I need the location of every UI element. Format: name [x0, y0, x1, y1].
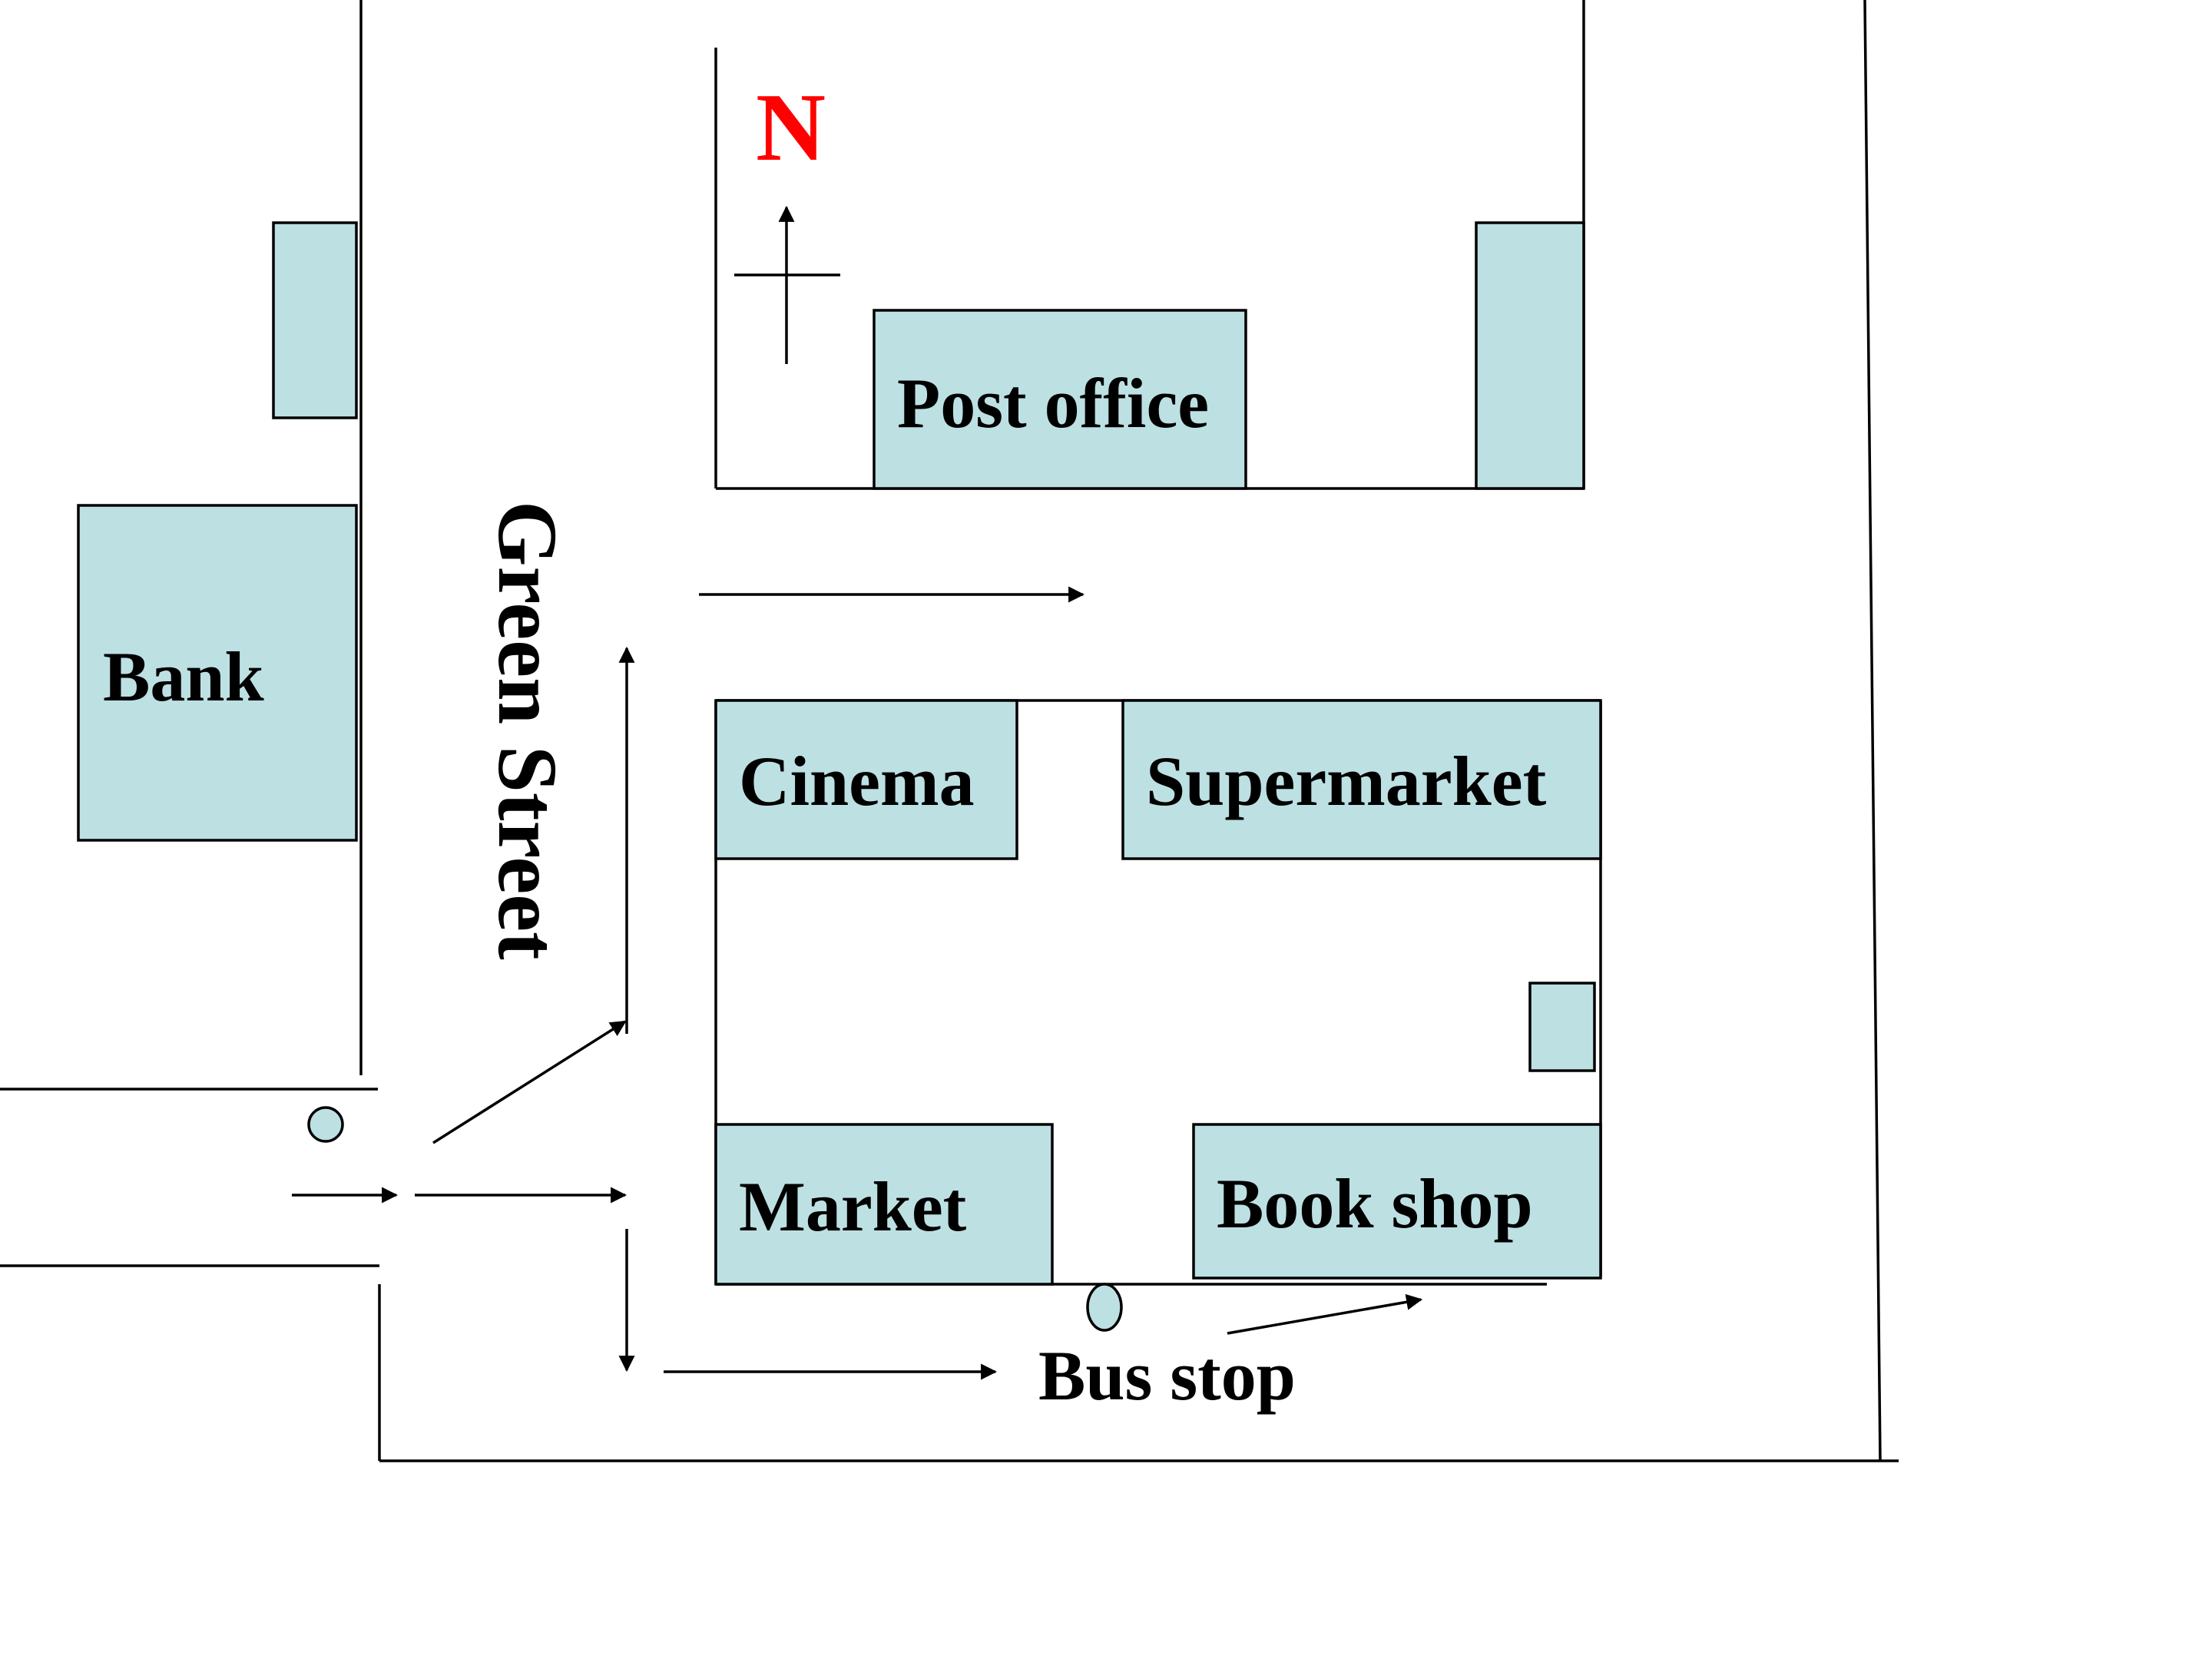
north-label: N	[756, 75, 826, 181]
building-central-east-small	[1528, 982, 1596, 1072]
street-name-label: Green Street	[481, 501, 575, 960]
bank-block	[77, 504, 358, 842]
building-northwest-small	[272, 221, 358, 419]
east-road-edge	[1863, 0, 1882, 1462]
market-label: Market	[739, 1167, 967, 1246]
book-shop-label: Book shop	[1217, 1164, 1533, 1243]
route-arrows	[292, 586, 1423, 1380]
market-building: Market	[714, 1123, 1054, 1286]
bus-stop-marker-icon	[1086, 1283, 1123, 1332]
supermarket-building: Supermarket	[1121, 699, 1602, 860]
bank-label: Bank	[103, 637, 265, 716]
post-office-building: Post office	[873, 309, 1247, 490]
cinema-building: Cinema	[714, 699, 1018, 860]
buildings: Post office Bank Cinema Supermarket Mark…	[77, 221, 1602, 1286]
compass: N	[734, 75, 840, 364]
market-block	[714, 1123, 1054, 1286]
route-arrow-icon	[1227, 1293, 1423, 1335]
post-office-label: Post office	[897, 364, 1209, 442]
cinema-label: Cinema	[739, 742, 975, 820]
route-arrow-icon	[432, 1020, 627, 1144]
supermarket-label: Supermarket	[1146, 742, 1547, 820]
traffic-marker-icon	[307, 1106, 344, 1143]
cinema-block	[714, 699, 1018, 860]
book-shop-building: Book shop	[1192, 1123, 1602, 1280]
bank-building: Bank	[77, 504, 358, 842]
book-shop-block	[1192, 1123, 1602, 1280]
post-office-block	[873, 309, 1247, 490]
supermarket-block	[1121, 699, 1602, 860]
north-arrow-icon	[734, 205, 840, 364]
bus-stop-label: Bus stop	[1038, 1336, 1296, 1415]
building-north-east-small	[1475, 221, 1585, 490]
